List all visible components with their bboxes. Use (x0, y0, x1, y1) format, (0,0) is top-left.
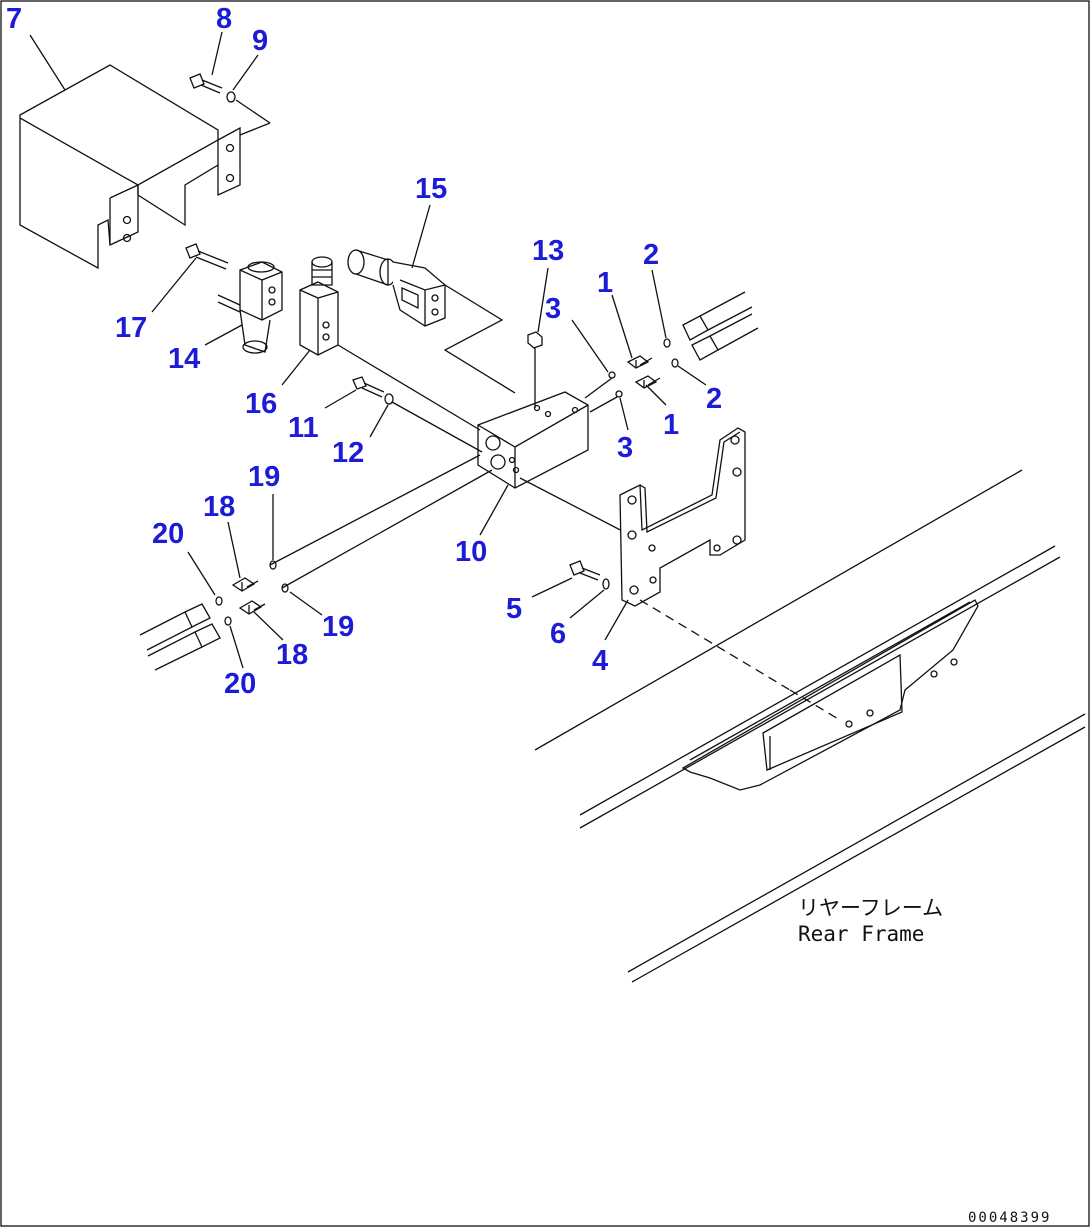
callout-7: 7 (6, 3, 22, 35)
callout-10: 10 (455, 536, 487, 568)
cover-part-7 (19, 64, 241, 270)
bracket-part-4 (619, 427, 746, 607)
oring-part-3 (608, 371, 616, 379)
hose-upper-right (682, 291, 759, 361)
frame-label-en: Rear Frame (798, 922, 924, 946)
callout-15: 15 (415, 173, 447, 205)
callout-1-lower: 1 (663, 409, 679, 441)
callout-19-upper: 19 (248, 461, 280, 493)
bolt-part-17 (185, 243, 229, 270)
callout-20-upper: 20 (152, 518, 184, 550)
valve-part-16 (299, 256, 339, 356)
callout-9: 9 (252, 25, 268, 57)
callout-17: 17 (115, 312, 147, 344)
frame-label-jp: リヤーフレーム (798, 896, 943, 920)
document-id: 00048399 (968, 1210, 1051, 1226)
manifold-block-part-10 (477, 391, 589, 489)
callout-11: 11 (288, 412, 319, 444)
callout-18-lower: 18 (276, 639, 308, 671)
bolt-part-8 (189, 73, 223, 94)
oring-part-20b (224, 616, 232, 626)
fitting-part-18 (231, 577, 266, 615)
oring-part-20 (215, 596, 223, 606)
nut-part-13 (527, 331, 543, 408)
fitting-part-1 (626, 355, 661, 389)
hose-lower-left (139, 603, 221, 671)
callout-6: 6 (550, 618, 566, 650)
washer-part-6 (602, 578, 610, 590)
solenoid-valve-part-14 (217, 261, 283, 354)
callout-12: 12 (332, 437, 364, 469)
callout-8: 8 (216, 3, 232, 35)
leader-lines (29, 31, 707, 669)
bolt-part-11 (352, 376, 385, 398)
callout-2-lower: 2 (706, 383, 722, 415)
washer-part-9 (226, 91, 236, 103)
callout-14: 14 (168, 343, 200, 375)
rear-frame (534, 469, 1086, 983)
oring-part-2 (663, 338, 671, 348)
oring-part-19 (269, 560, 277, 570)
bolt-part-5 (569, 560, 601, 581)
washer-part-12 (384, 393, 394, 405)
callout-1-upper: 1 (597, 267, 613, 299)
callout-13: 13 (532, 235, 564, 267)
callout-3-lower: 3 (617, 432, 633, 464)
callout-18-upper: 18 (203, 491, 235, 523)
callout-4: 4 (592, 645, 608, 677)
pressure-switch-part-15 (347, 249, 446, 327)
callout-16: 16 (245, 388, 277, 420)
callout-3-upper: 3 (545, 293, 561, 325)
oring-part-3b (615, 390, 623, 398)
callout-labels: 7 8 9 15 13 2 1 3 17 14 16 11 12 2 1 3 1… (6, 3, 722, 700)
callout-2-upper: 2 (643, 239, 659, 271)
oring-part-2b (671, 358, 679, 368)
callout-20-lower: 20 (224, 668, 256, 700)
callout-19-lower: 19 (322, 611, 354, 643)
callout-5: 5 (506, 593, 522, 625)
oring-part-19b (281, 583, 289, 593)
